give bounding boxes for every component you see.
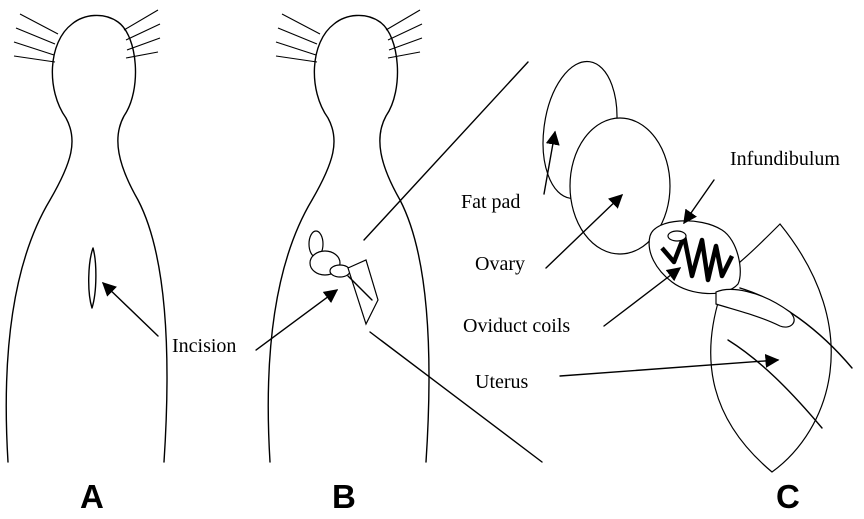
zoom-line-top: [364, 62, 528, 240]
mouse-body-b: [268, 10, 429, 462]
infundibulum-label: Infundibulum: [730, 148, 840, 170]
incision-arrow-b: [256, 290, 337, 350]
exposed-ovary-b: [309, 231, 378, 324]
panel-label-b: B: [332, 478, 356, 515]
zoom-line-bottom: [370, 332, 542, 462]
ovary-label: Ovary: [475, 253, 525, 275]
uterus-label: Uterus: [475, 371, 529, 393]
infundibulum-arrow: [684, 180, 714, 223]
mouse-body-a: [6, 10, 167, 462]
panel-label-a: A: [80, 478, 104, 515]
incision-arrow-a: [103, 283, 158, 336]
panel-label-c: C: [776, 478, 800, 515]
incision-mark-a: [89, 248, 96, 308]
oviduct-coils-arrow: [604, 268, 680, 326]
fat-pad-label: Fat pad: [461, 191, 520, 213]
infundibulum-shape: [668, 231, 686, 241]
oviduct-capsule: [649, 221, 740, 294]
reproductive-tract-c: [535, 57, 852, 472]
oviduct-coils-label: Oviduct coils: [463, 315, 570, 337]
incision-label: Incision: [172, 335, 236, 357]
